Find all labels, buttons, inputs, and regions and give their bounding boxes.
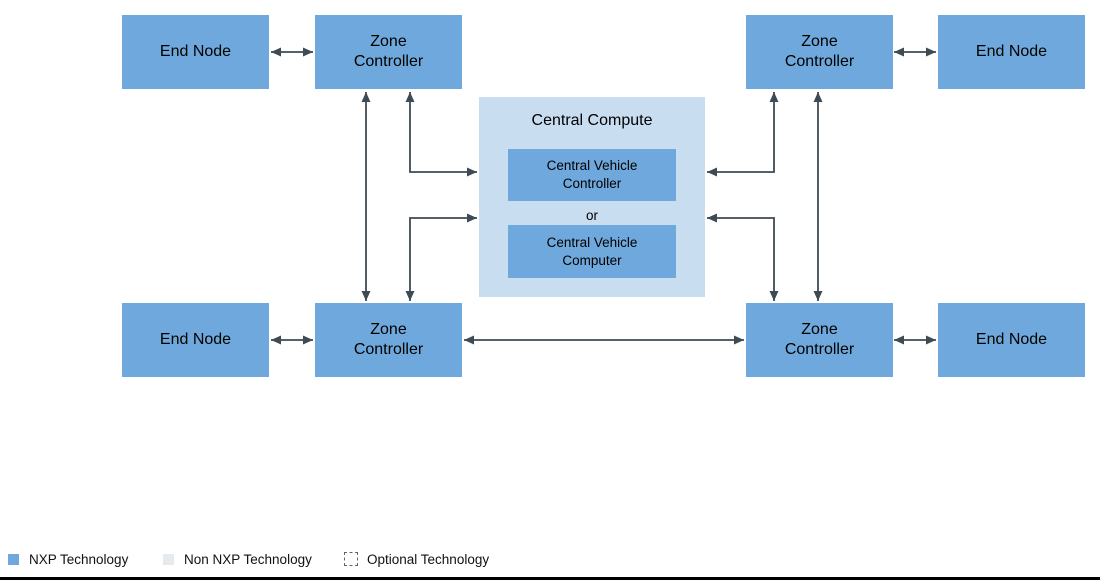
bottom-divider-rule [0,577,1100,580]
legend-item-nxp: NXP Technology [8,551,128,567]
central-vehicle-controller-box: Central Vehicle Controller [508,149,676,201]
zone-controller-bottom-left-box: Zone Controller [315,303,462,377]
legend-label-nxp: NXP Technology [29,551,129,567]
arrow-zone-bottom-right-to-central [707,213,779,301]
arrow-zone-top-left-to-central [405,92,477,177]
legend-item-optional: Optional Technology [344,551,489,567]
end-node-bottom-left-box: End Node [122,303,269,377]
nxp-technology-swatch [8,553,19,565]
zone-controller-top-right-box: Zone Controller [746,15,893,89]
end-node-top-left-box: End Node [122,15,269,89]
central-vehicle-computer-box: Central Vehicle Computer [508,225,676,278]
central-compute-title: Central Compute [531,112,653,129]
zone-controller-top-left-box: Zone Controller [315,15,462,89]
optional-technology-swatch [344,552,358,566]
end-node-top-right-box: End Node [938,15,1085,89]
zone-controller-bottom-right-box: Zone Controller [746,303,893,377]
arrow-zone-bottom-left-to-central [405,213,477,301]
legend-item-non-nxp: Non NXP Technology [163,551,312,567]
non-nxp-technology-swatch [163,553,174,565]
legend-label-optional: Optional Technology [367,551,490,567]
arrow-zone-top-right-to-central [707,92,779,177]
legend-label-non-nxp: Non NXP Technology [184,551,312,567]
central-compute-group: Central Compute Central Vehicle Controll… [479,97,705,297]
end-node-bottom-right-box: End Node [938,303,1085,377]
central-or-label: or [585,207,598,223]
